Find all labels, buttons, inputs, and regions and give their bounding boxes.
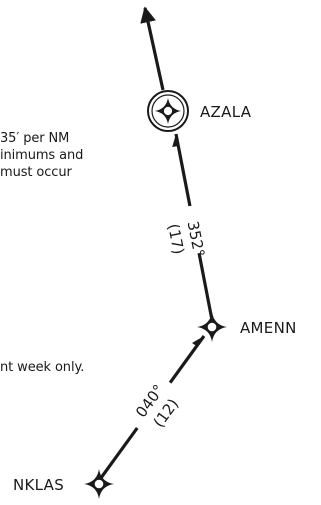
leg-distance-amenn-azala: (17) xyxy=(164,222,188,256)
leg-arrow-amenn-azala xyxy=(172,134,180,147)
waypoint-amenn-icon[interactable] xyxy=(197,312,227,342)
waypoint-azala-icon[interactable] xyxy=(147,90,189,132)
note-line-3: must occur xyxy=(0,165,72,180)
fix-label-azala: AZALA xyxy=(200,103,252,121)
note-line-2: inimums and xyxy=(0,148,84,163)
leg-label-mask-amenn-azala xyxy=(142,201,220,263)
note-line-4: nt week only. xyxy=(0,360,85,375)
leg-label-mask-nklas-amenn xyxy=(125,374,187,440)
leg-arrow-nklas-amenn xyxy=(192,336,204,347)
waypoint-nklas-icon[interactable] xyxy=(84,469,114,499)
outbound-leg-line xyxy=(140,6,165,91)
fix-label-amenn: AMENN xyxy=(240,319,297,337)
note-line-1: 35′ per NM xyxy=(0,131,70,146)
fix-label-nklas: NKLAS xyxy=(13,476,64,494)
